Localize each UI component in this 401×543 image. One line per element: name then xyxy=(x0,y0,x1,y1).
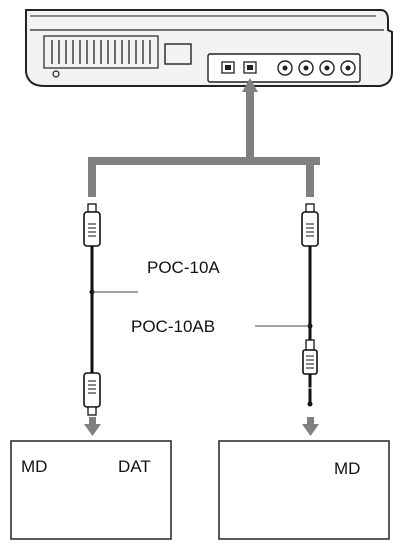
device-label-md: MD xyxy=(21,457,47,476)
cable-poc-10ab xyxy=(255,203,319,407)
device-md-dat xyxy=(10,440,172,540)
power-jack xyxy=(164,43,192,65)
cable-label-poc-10a: POC-10A xyxy=(147,258,220,277)
rca-jack-2 xyxy=(298,60,314,76)
device-label-md-right: MD xyxy=(334,459,360,478)
arrow-down-right-icon xyxy=(302,417,319,436)
rca-jack-1 xyxy=(277,60,293,76)
signal-trunk xyxy=(88,78,320,197)
screw-icon xyxy=(52,70,60,78)
cable-label-poc-10ab: POC-10AB xyxy=(131,317,215,336)
rca-jack-4 xyxy=(340,60,356,76)
vent-grille xyxy=(43,35,159,69)
device-label-dat: DAT xyxy=(118,457,151,476)
rca-jack-3 xyxy=(319,60,335,76)
arrow-down-left-icon xyxy=(84,417,101,436)
output-port-panel xyxy=(207,53,361,83)
device-md xyxy=(218,440,390,540)
cable-poc-10a xyxy=(83,203,138,416)
player-device xyxy=(25,9,393,87)
